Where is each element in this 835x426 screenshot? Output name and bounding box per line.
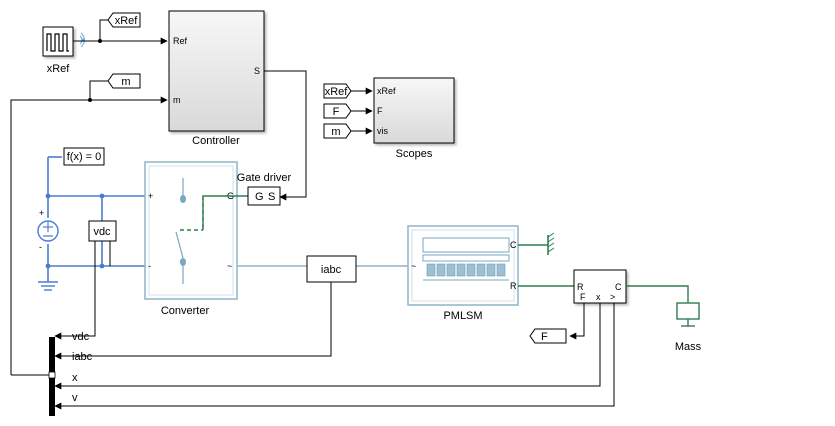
gate-driver-label: Gate driver (237, 172, 292, 184)
pmlsm-motor-block[interactable]: ~ C R PMLSM (407, 225, 519, 322)
pmlsm-port-r: R (510, 281, 517, 291)
scopes-label: Scopes (396, 148, 433, 160)
xref-source-label: xRef (47, 63, 71, 75)
iabc-sensor-text: iabc (321, 264, 342, 276)
converter-port-pos: + (148, 191, 153, 201)
scopes-port-xref: xRef (377, 86, 396, 96)
gate-driver-port-s: S (268, 191, 275, 203)
converter-label: Converter (161, 305, 210, 317)
electrical-ground-icon (38, 281, 58, 291)
sensor-port-f: F (580, 292, 586, 302)
bus-signal-v: v (72, 392, 78, 404)
sensor-port-x: x (596, 292, 601, 302)
pmlsm-label: PMLSM (443, 310, 482, 322)
solver-text: f(x) = 0 (67, 151, 102, 163)
controller-port-m: m (173, 95, 181, 105)
xref-pulse-source-block[interactable]: xRef (42, 26, 74, 75)
bus-signal-iabc: iabc (72, 351, 93, 363)
dc-source-minus: - (39, 242, 42, 252)
bus-selector-block[interactable] (48, 337, 56, 416)
sensor-port-r: R (577, 282, 584, 292)
controller-subsystem-block[interactable]: Ref m S Controller (168, 10, 265, 147)
from-m-text: m (331, 126, 340, 138)
mass-block[interactable]: Mass (675, 302, 702, 353)
goto-f-tag[interactable]: F (529, 328, 567, 344)
converter-port-ac: ~ (227, 261, 232, 271)
sensor-port-v: > (610, 292, 615, 302)
scopes-port-f: F (377, 106, 383, 116)
from-m-tag[interactable]: m (323, 123, 352, 139)
goto-f-text: F (541, 331, 548, 343)
controller-label: Controller (192, 135, 240, 147)
bus-signal-vdc: vdc (72, 331, 90, 343)
signal-broadcast-icon (79, 32, 85, 48)
goto-xref-tag[interactable]: xRef (107, 12, 141, 28)
motion-sensor-block[interactable]: R C F x > (573, 269, 627, 304)
gate-driver-port-g: G (255, 191, 264, 203)
mechanical-reference-icon (518, 232, 555, 255)
from-xref-text: xRef (325, 86, 349, 98)
dc-source-plus: + (39, 208, 44, 218)
goto-m-tag[interactable]: m (107, 73, 141, 89)
pmlsm-port-c: C (510, 240, 517, 250)
from-f-tag[interactable]: F (323, 103, 352, 119)
solver-configuration-block[interactable]: f(x) = 0 (63, 147, 105, 166)
from-xref-tag[interactable]: xRef (323, 83, 352, 99)
goto-xref-text: xRef (115, 15, 139, 27)
mass-label: Mass (675, 341, 702, 353)
goto-m-text: m (121, 76, 130, 88)
converter-block[interactable]: + - G ~ Converter (144, 161, 238, 317)
controller-port-ref: Ref (173, 36, 188, 46)
bus-signal-x: x (72, 372, 78, 384)
scopes-subsystem-block[interactable]: xRef F vis Scopes (373, 77, 455, 160)
pmlsm-port-ac: ~ (411, 261, 416, 271)
vdc-voltage-sensor-block[interactable]: vdc (88, 220, 117, 242)
dc-voltage-source[interactable]: + - (37, 208, 59, 252)
gate-driver-block[interactable]: G S Gate driver (237, 172, 292, 206)
converter-port-neg: - (148, 261, 151, 271)
sensor-port-c: C (615, 282, 622, 292)
iabc-current-sensor-block[interactable]: iabc (306, 255, 357, 283)
controller-port-s: S (254, 66, 260, 76)
scopes-port-vis: vis (377, 126, 388, 136)
vdc-sensor-text: vdc (93, 226, 111, 238)
from-f-text: F (333, 106, 340, 118)
